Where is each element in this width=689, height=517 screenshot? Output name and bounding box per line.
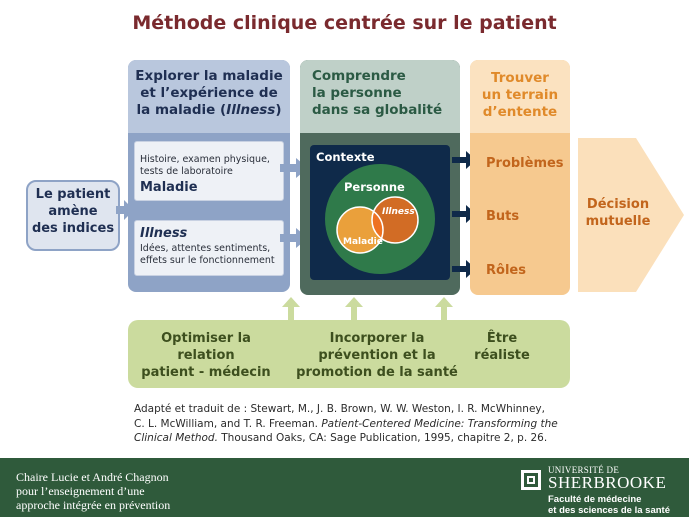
bottom-band — [128, 320, 570, 388]
understand-header: Comprendre la personne dans sa globalité — [312, 68, 452, 119]
patient-box — [26, 180, 120, 251]
explore-header-bg — [128, 60, 290, 133]
probleme-label: Problèmes — [486, 156, 564, 171]
understand-header-line-3: dans sa globalité — [312, 102, 443, 118]
contexte-label: Contexte — [316, 150, 375, 164]
maladie-desc-line-1: Histoire, examen physique, — [140, 154, 270, 165]
patient-label: Le patient amène des indices — [26, 186, 120, 237]
decision-label: Décision mutuelle — [578, 196, 658, 230]
faculty-line-1: Faculté de médecine — [548, 494, 642, 505]
citation-line-1: Adapté et traduit de : Stewart, M., J. B… — [134, 403, 545, 415]
explore-header-line-2: et l’expérience de — [140, 85, 278, 101]
university-prefix: UNIVERSITÉ DE — [548, 465, 620, 475]
explore-header-end: ) — [275, 102, 282, 118]
patient-line-1: Le patient — [35, 187, 111, 202]
decision-line-2: mutuelle — [585, 214, 651, 229]
optimiser-line-1: Optimiser la — [161, 331, 251, 346]
maladie-label: Maladie — [140, 180, 198, 195]
decision-line-1: Décision — [586, 197, 650, 212]
illness-desc-line-2: effets sur le fonctionnement — [140, 255, 275, 266]
understand-header-line-1: Comprendre — [312, 68, 406, 84]
maladie-description: Histoire, examen physique, tests de labo… — [140, 154, 270, 178]
incorporer-line-2: prévention et la — [318, 348, 436, 363]
venn-diagram — [325, 164, 435, 274]
illness-desc-line-1: Idées, attentes sentiments, — [140, 243, 271, 254]
incorporer-line-3: promotion de la santé — [296, 365, 458, 380]
explore-header-text: la maladie ( — [136, 102, 227, 118]
chaire-name: Chaire Lucie et André Chagnon pour l’ens… — [16, 470, 276, 512]
optimiser-line-2: relation — [177, 348, 235, 363]
entente-header-line-3: d’entente — [482, 104, 558, 120]
venn-illness-label: Illness — [382, 207, 415, 217]
realiste-line-1: Être — [486, 331, 518, 346]
patient-line-3: des indices — [31, 221, 115, 236]
maladie-box — [134, 141, 284, 201]
footer-bar — [0, 458, 689, 517]
optimiser-line-3: patient - médecin — [141, 365, 271, 380]
patient-line-2: amène — [48, 204, 98, 219]
university-logo-icon — [521, 470, 541, 490]
venn-maladie-label: Maladie — [343, 237, 383, 247]
chaire-line-3: approche intégrée en prévention — [16, 498, 171, 512]
diagram-title: Méthode clinique centrée sur le patient — [132, 12, 557, 34]
chaire-line-1: Chaire Lucie et André Chagnon — [16, 470, 169, 484]
optimiser-label: Optimiser la relation patient - médecin — [136, 330, 276, 381]
explore-header-line-1: Explorer la maladie — [135, 68, 283, 84]
decision-arrow — [578, 138, 684, 292]
incorporer-label: Incorporer la prévention et la promotion… — [294, 330, 460, 381]
citation-line-2: C. L. McWilliam, and T. R. Freeman. Pati… — [134, 417, 654, 432]
entente-header-bg — [470, 60, 570, 133]
citation-line-3-text: Thousand Oaks, CA: Sage Publication, 199… — [217, 432, 548, 444]
entente-header: Trouver un terrain d’entente — [470, 70, 570, 121]
bottom-up-arrows — [282, 297, 453, 321]
faculty-line-2: et des sciences de la santé — [548, 505, 670, 516]
explore-header: Explorer la maladie et l’expérience de l… — [134, 68, 284, 119]
realiste-line-2: réaliste — [474, 348, 530, 363]
citation-line-2-text: C. L. McWilliam, and T. R. Freeman. — [134, 417, 322, 430]
citation-book-title-2: Clinical Method. — [134, 432, 218, 444]
citation-book-title-1: Patient-Centered Medicine: Transforming … — [321, 417, 558, 430]
illness-description: Idées, attentes sentiments, effets sur l… — [140, 243, 275, 267]
realiste-label: Être réaliste — [466, 330, 538, 364]
maladie-desc-line-2: tests de laboratoire — [140, 166, 233, 177]
understand-header-bg — [300, 60, 460, 133]
roles-label: Rôles — [486, 263, 526, 278]
explore-header-italic: Illness — [226, 102, 276, 118]
chaire-line-2: pour l’enseignement d’une — [16, 484, 145, 498]
citation: Adapté et traduit de : Stewart, M., J. B… — [134, 402, 654, 446]
university-name: SHERBROOKE — [548, 473, 667, 492]
incorporer-line-1: Incorporer la — [329, 331, 425, 346]
illness-label: Illness — [140, 226, 188, 241]
personne-label: Personne — [344, 180, 405, 194]
understand-header-line-2: la personne — [312, 85, 402, 101]
faculty-name: Faculté de médecine et des sciences de l… — [548, 494, 688, 516]
buts-label: Buts — [486, 209, 520, 224]
entente-header-line-2: un terrain — [481, 87, 559, 103]
citation-line-3: Clinical Method. Thousand Oaks, CA: Sage… — [134, 431, 654, 446]
illness-box — [134, 220, 284, 276]
patient-arrow — [116, 200, 134, 220]
explore-header-line-3: la maladie (Illness) — [134, 102, 284, 119]
entente-header-line-1: Trouver — [491, 70, 549, 86]
